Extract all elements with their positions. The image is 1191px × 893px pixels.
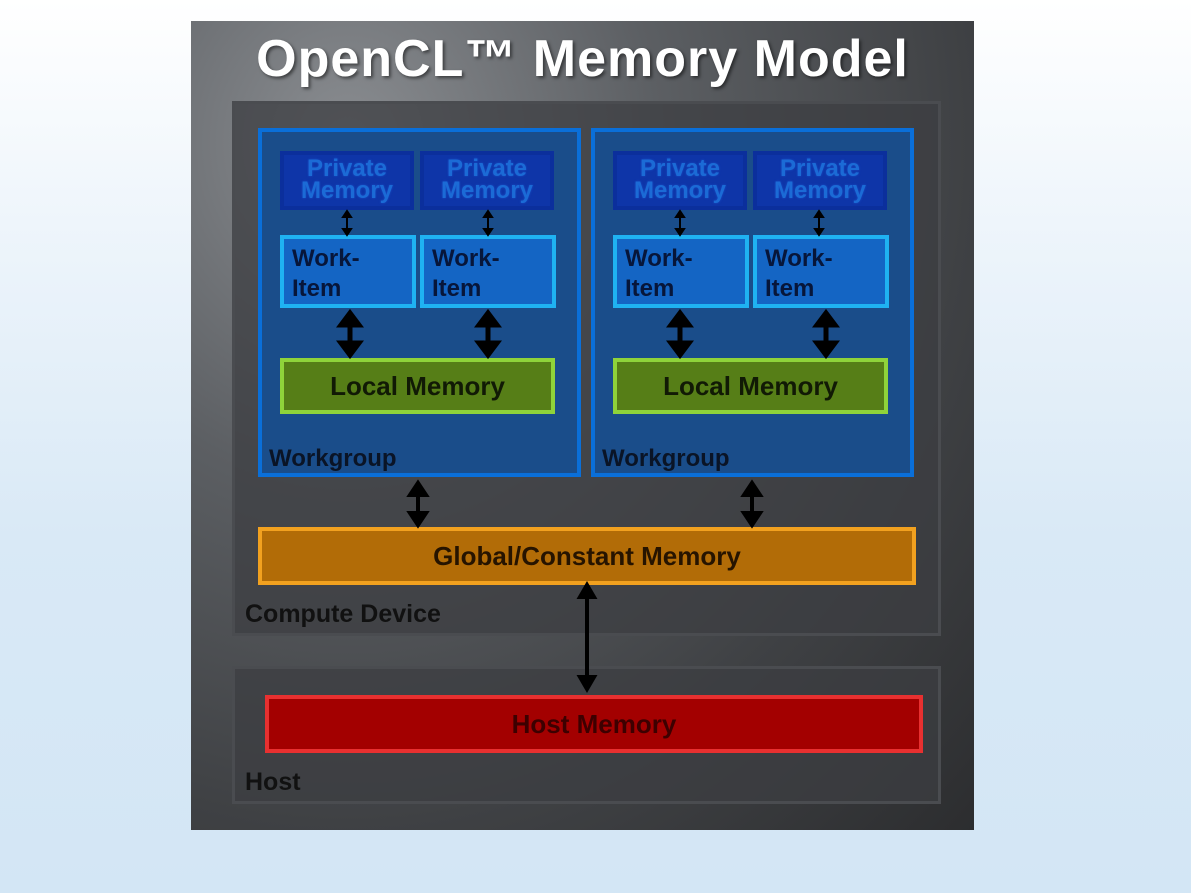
private-memory: Private Memory (280, 151, 414, 210)
private-line-2: Memory (773, 177, 867, 204)
work-item: Work- Item (753, 235, 889, 308)
private-line-2: Memory (440, 177, 534, 204)
host-label: Host (245, 768, 301, 796)
local-memory: Local Memory (613, 358, 888, 414)
work-item-line-2: Item (432, 275, 482, 302)
workgroup-label: Workgroup (269, 445, 397, 472)
work-item-line-1: Work- (432, 245, 500, 272)
workgroup-label: Workgroup (602, 445, 730, 472)
private-line-2: Memory (633, 177, 727, 204)
private-memory: Private Memory (420, 151, 554, 210)
work-item-line-1: Work- (292, 245, 360, 272)
private-line-2: Memory (300, 177, 394, 204)
local-memory: Local Memory (280, 358, 555, 414)
private-memory: Private Memory (613, 151, 747, 210)
work-item-line-2: Item (292, 275, 342, 302)
work-item-line-1: Work- (765, 245, 833, 272)
work-item-line-2: Item (765, 275, 815, 302)
global-constant-memory: Global/Constant Memory (258, 527, 916, 585)
work-item: Work- Item (280, 235, 416, 308)
work-item: Work- Item (420, 235, 556, 308)
work-item: Work- Item (613, 235, 749, 308)
private-line-1: Private (306, 155, 388, 182)
compute-device-label: Compute Device (245, 600, 441, 628)
work-item-line-1: Work- (625, 245, 693, 272)
work-item-line-2: Item (625, 275, 675, 302)
private-line-1: Private (779, 155, 861, 182)
private-line-1: Private (639, 155, 721, 182)
private-memory: Private Memory (753, 151, 887, 210)
host-memory: Host Memory (265, 695, 923, 753)
private-line-1: Private (446, 155, 528, 182)
diagram-title: OpenCL™ Memory Model (256, 30, 909, 88)
slide: OpenCL™ Memory Model Compute Device Host… (191, 21, 974, 830)
